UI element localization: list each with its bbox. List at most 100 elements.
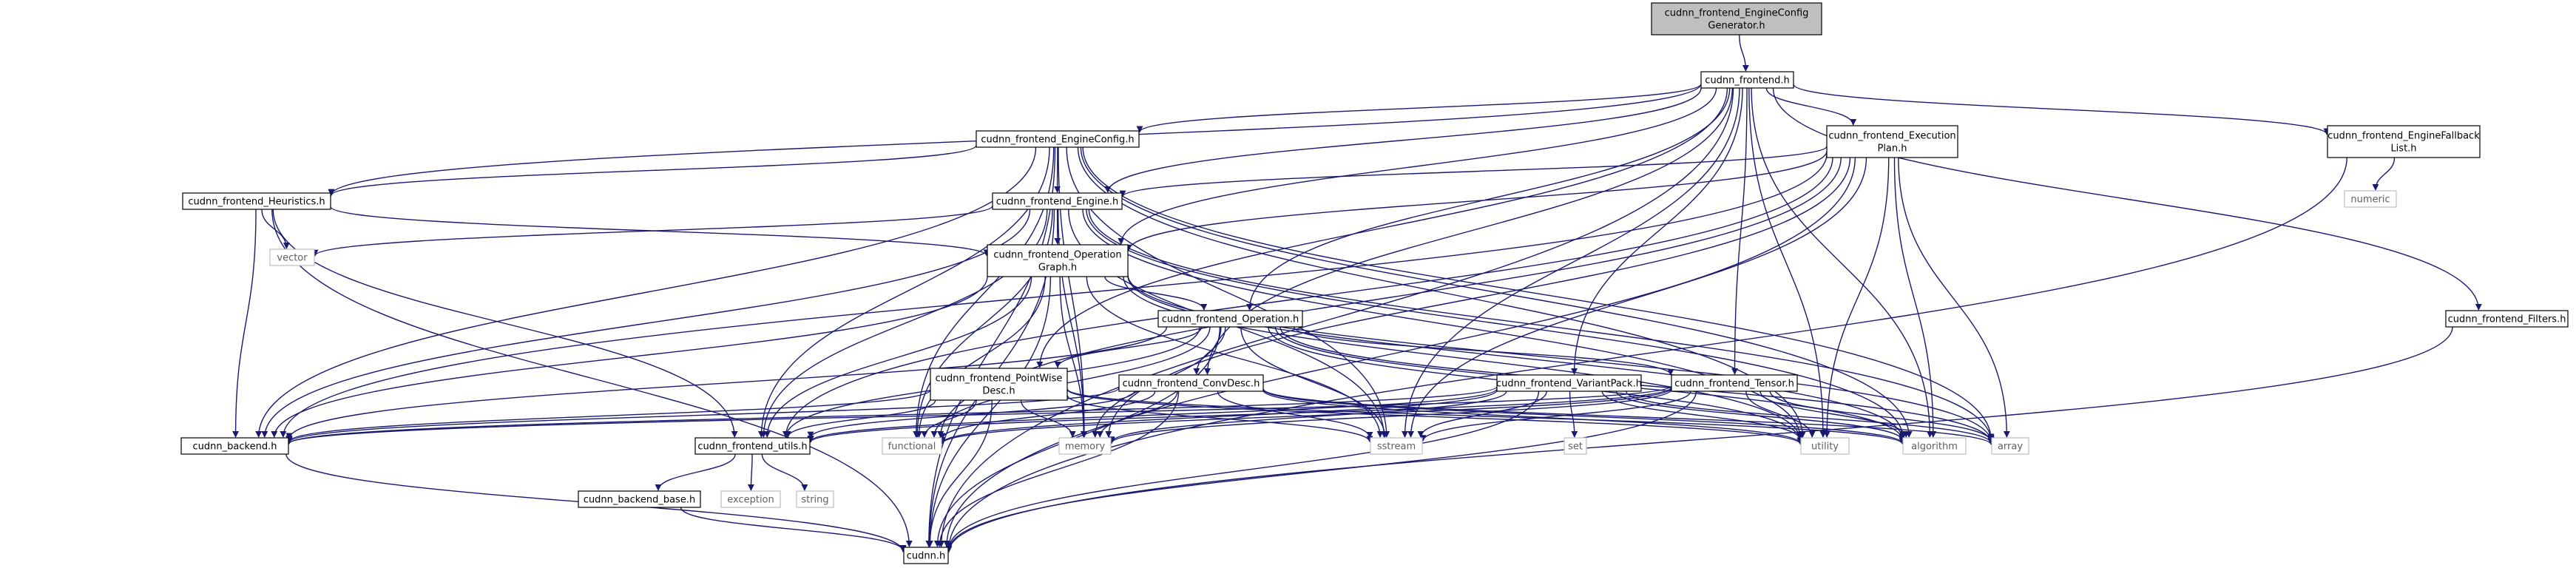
node-array: array <box>1991 437 2029 455</box>
node-box <box>930 368 1068 401</box>
edge-frontend-to-pointwise <box>1036 87 1728 368</box>
edge-fallback-to-cudnn <box>945 157 2347 550</box>
node-label: vector <box>277 253 308 264</box>
node-heuristics[interactable]: cudnn_frontend_Heuristics.h <box>182 192 331 210</box>
edge-pointwise-to-cudnn <box>926 399 993 547</box>
edge-frontend-to-fallback <box>1793 84 2330 135</box>
node-label: algorithm <box>1911 442 1958 453</box>
edge-execplan-to-backend <box>280 153 1828 438</box>
edge-operation-to-backend <box>285 326 1168 440</box>
node-box <box>2344 190 2397 208</box>
edge-frontend-to-cudnn <box>938 87 1734 547</box>
edge-backendbase-to-cudnn <box>680 507 907 552</box>
edge-tensor-to-utility <box>1745 390 1816 438</box>
node-box <box>720 490 781 508</box>
node-box <box>796 490 834 508</box>
node-label: Graph.h <box>1038 263 1077 274</box>
node-box <box>1700 71 1794 89</box>
edge-variantpack-to-utility <box>1601 390 1804 441</box>
node-label: List.h <box>2390 143 2416 155</box>
edge-pointwise-to-sstream <box>1066 394 1373 443</box>
edge-pointwise-to-utils <box>784 399 936 438</box>
edge-opgraph-to-functional <box>915 276 1046 438</box>
node-operation[interactable]: cudnn_frontend_Operation.h <box>1157 310 1303 328</box>
node-label: Generator.h <box>1708 21 1765 32</box>
edge-execplan-to-opgraph <box>1125 151 1828 251</box>
node-label: array <box>1998 442 2023 453</box>
edge-utils-to-backendbase <box>655 453 736 491</box>
edge-opgraph-to-backend <box>271 276 988 438</box>
edge-operation-to-sstream <box>1240 326 1388 438</box>
edge-execplan-to-utils <box>782 157 1833 438</box>
node-box <box>180 437 289 455</box>
edge-engineconfig-to-backend <box>255 146 1037 438</box>
node-box <box>1826 125 1958 158</box>
node-label: string <box>801 495 828 506</box>
edge-pointwise-to-backend <box>285 389 931 442</box>
edge-utils-to-string <box>761 453 808 491</box>
edge-frontend-to-convdesc <box>1204 87 1734 375</box>
node-box <box>694 437 811 455</box>
node-label: utility <box>1811 442 1839 453</box>
node-convdesc[interactable]: cudnn_frontend_ConvDesc.h <box>1118 374 1264 392</box>
edge-convdesc-to-array <box>1262 388 1995 445</box>
node-vector: vector <box>269 248 315 266</box>
node-tensor[interactable]: cudnn_frontend_Tensor.h <box>1671 374 1798 392</box>
node-frontend[interactable]: cudnn_frontend.h <box>1700 71 1794 89</box>
node-label: cudnn_backend.h <box>193 442 277 453</box>
node-box <box>2445 310 2569 328</box>
edge-pointwise-to-algorithm <box>1066 388 1906 445</box>
node-box <box>976 130 1140 148</box>
edges-layer <box>232 34 2482 553</box>
edge-fallback-to-numeric <box>2372 157 2396 191</box>
node-box <box>1651 2 1822 36</box>
node-backendbase[interactable]: cudnn_backend_base.h <box>578 490 701 508</box>
node-box <box>2327 125 2481 158</box>
node-label: cudnn_frontend_Filters.h <box>2448 314 2566 325</box>
node-box <box>882 437 942 455</box>
node-backend[interactable]: cudnn_backend.h <box>180 437 289 455</box>
node-label: Plan.h <box>1877 143 1907 155</box>
edge-variantpack-to-sstream <box>1417 390 1547 438</box>
node-label: cudnn_frontend_Execution <box>1828 131 1955 142</box>
node-label: memory <box>1065 442 1106 453</box>
node-cudnn[interactable]: cudnn.h <box>903 547 949 564</box>
edge-tensor-to-utils <box>807 386 1672 443</box>
node-label: cudnn.h <box>907 551 946 562</box>
edge-execplan-to-cudnn <box>943 157 1856 547</box>
node-label: cudnn_frontend_EngineFallback <box>2327 131 2480 142</box>
edge-variantpack-to-backend <box>285 386 1498 444</box>
edge-opgraph-to-operation <box>1104 276 1208 311</box>
node-box <box>1157 310 1303 328</box>
node-filters[interactable]: cudnn_frontend_Filters.h <box>2445 310 2569 328</box>
edge-engineconfig-to-array <box>1082 146 1995 441</box>
edge-engineconfig-to-heuristics <box>328 144 977 197</box>
edge-heuristics-to-backend <box>232 209 257 438</box>
edge-frontend-to-algorithm <box>1751 87 1933 438</box>
node-label: cudnn_frontend_utils.h <box>697 442 807 453</box>
edge-engine-to-backend <box>261 209 1031 438</box>
edge-variantpack-to-memory <box>1108 390 1507 444</box>
node-utils[interactable]: cudnn_frontend_utils.h <box>694 437 811 455</box>
edge-frontend-to-utility <box>1748 87 1827 438</box>
edge-engineconfig-to-algorithm <box>1080 146 1913 438</box>
edge-convdesc-to-algorithm <box>1262 388 1906 444</box>
edge-operation-to-cudnn <box>933 326 1221 547</box>
node-engineconfig[interactable]: cudnn_frontend_EngineConfig.h <box>976 130 1140 148</box>
node-box <box>578 490 701 508</box>
edge-engine-to-algorithm <box>1086 209 1906 438</box>
node-variantpack[interactable]: cudnn_frontend_VariantPack.h <box>1496 374 1642 392</box>
node-set: set <box>1563 437 1587 455</box>
node-sstream: sstream <box>1370 437 1423 455</box>
node-engine[interactable]: cudnn_frontend_Engine.h <box>992 192 1123 210</box>
edge-tensor-to-array <box>1769 390 1995 442</box>
edge-frontend-to-filters <box>1772 87 2482 311</box>
node-box <box>1800 437 1850 455</box>
edge-engine-to-array <box>1088 209 1995 442</box>
